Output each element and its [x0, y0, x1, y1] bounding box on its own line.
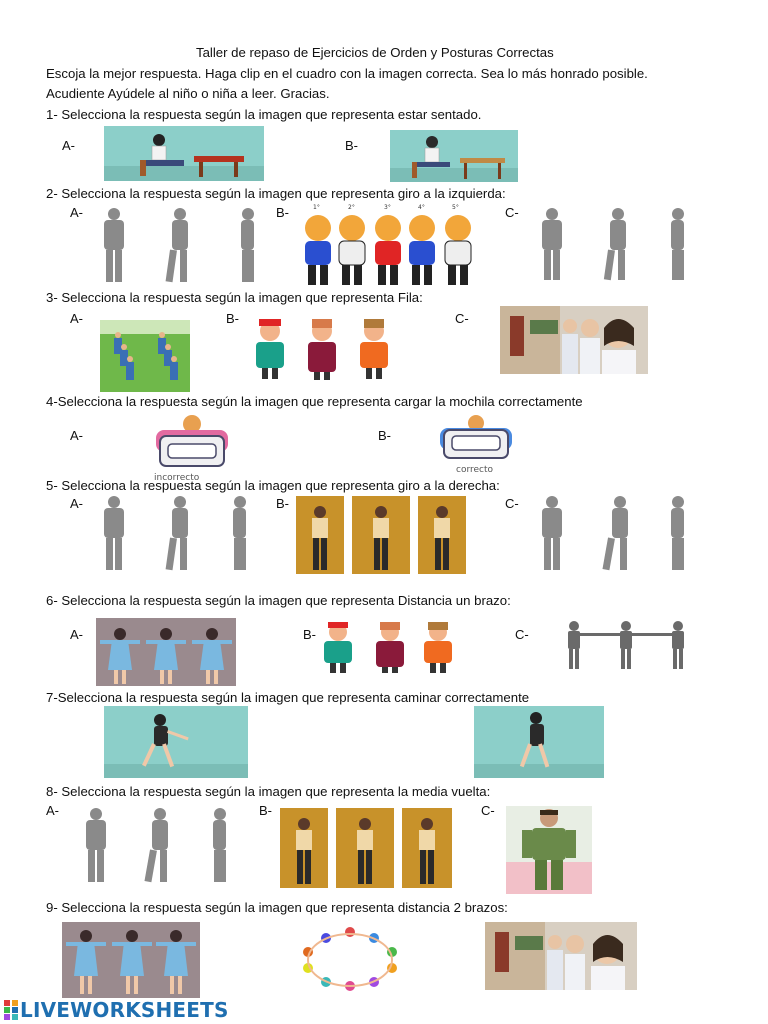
sitting-right-illustration — [390, 136, 518, 182]
q6-option-a-image[interactable] — [96, 618, 236, 686]
q3-option-b-image[interactable] — [246, 315, 396, 381]
q8-option-c-label: C- — [481, 803, 495, 818]
q3-option-b-label: B- — [226, 311, 239, 326]
q1-option-b-image[interactable] — [390, 130, 518, 182]
students-in-row-photo — [500, 306, 636, 374]
order-number-1: 1° — [313, 204, 320, 211]
q5-option-a-label: A- — [70, 496, 83, 511]
q5-option-b-image[interactable] — [296, 496, 466, 574]
question-8: 8- Selecciona la respuesta según la imag… — [46, 784, 491, 799]
question-9: 9- Selecciona la respuesta según la imag… — [46, 900, 508, 915]
students-in-row-photo-2 — [485, 922, 625, 990]
soldier-half-turn-illustration — [86, 808, 226, 883]
q4-option-b-image[interactable]: correcto — [426, 414, 526, 474]
backpack-incorrect-caption: incorrecto — [154, 473, 200, 482]
backpack-correct-caption: correcto — [456, 465, 494, 474]
numbered-children-illustration: 1° 2° 3° 4° 5° — [305, 204, 472, 285]
order-number-3: 3° — [384, 204, 391, 211]
children-in-line-illustration — [100, 320, 190, 380]
q9-option-c-image[interactable] — [485, 922, 637, 990]
q2-option-b-label: B- — [276, 205, 289, 220]
children-circle-illustration — [303, 927, 397, 991]
question-5: 5- Selecciona la respuesta según la imag… — [46, 478, 500, 493]
q5-option-b-label: B- — [276, 496, 289, 511]
q8-option-a-label: A- — [46, 803, 59, 818]
q4-option-a-image[interactable]: incorrecto — [142, 414, 242, 482]
soldier-right-turn-illustration — [104, 496, 246, 571]
soldier-turn-illustration-2 — [542, 496, 684, 571]
q2-option-c-image[interactable] — [528, 204, 700, 286]
q1-option-a-label: A- — [62, 138, 75, 153]
instructions-line-2: Acudiente Ayúdele al niño o niña a leer.… — [46, 86, 330, 101]
q2-option-b-image[interactable]: 1° 2° 3° 4° 5° — [300, 202, 480, 288]
q2-option-c-label: C- — [505, 205, 519, 220]
q5-option-c-image[interactable] — [528, 492, 700, 578]
q8-option-b-image[interactable] — [280, 808, 452, 888]
q6-option-b-label: B- — [303, 627, 316, 642]
q7-option-a-image[interactable] — [104, 706, 248, 778]
q6-option-c-label: C- — [515, 627, 529, 642]
q3-option-a-image[interactable] — [100, 320, 190, 392]
order-number-4: 4° — [418, 204, 425, 211]
q3-option-a-label: A- — [70, 311, 83, 326]
q1-option-b-label: B- — [345, 138, 358, 153]
q7-option-b-image[interactable] — [474, 706, 604, 778]
question-7: 7-Selecciona la respuesta según la image… — [46, 690, 530, 705]
q2-option-a-label: A- — [70, 205, 83, 220]
soldier-uniform-illustration — [506, 809, 592, 894]
soldier-left-turn-illustration — [104, 208, 254, 283]
q9-option-a-image[interactable] — [62, 922, 200, 998]
question-1: 1- Selecciona la respuesta según la imag… — [46, 107, 482, 122]
sitting-wrong-illustration — [104, 134, 264, 181]
q9-option-b-image[interactable] — [288, 922, 412, 994]
q1-option-a-image[interactable] — [104, 126, 264, 181]
three-children-illustration — [256, 319, 388, 380]
q5-option-c-label: C- — [505, 496, 519, 511]
question-6: 6- Selecciona la respuesta según la imag… — [46, 593, 511, 608]
q6-option-b-image[interactable] — [314, 618, 464, 674]
instructions-line-1: Escoja la mejor respuesta. Haga clip en … — [46, 66, 648, 81]
q8-option-c-image[interactable] — [506, 806, 592, 894]
q2-option-a-image[interactable] — [88, 204, 268, 288]
order-number-2: 2° — [348, 204, 355, 211]
page-title: Taller de repaso de Ejercicios de Orden … — [196, 45, 554, 60]
three-children-illustration-2 — [324, 622, 452, 673]
q6-option-c-image[interactable] — [560, 618, 692, 672]
soldiers-arm-distance-illustration — [568, 621, 684, 669]
liveworksheets-logo: LIVEWORKSHEETS — [4, 998, 229, 1022]
boy-half-turn-photos — [280, 808, 452, 888]
q8-option-b-label: B- — [259, 803, 272, 818]
girls-arms-out-illustration — [100, 628, 232, 684]
liveworksheets-logo-icon — [4, 1000, 18, 1020]
question-2: 2- Selecciona la respuesta según la imag… — [46, 186, 506, 201]
liveworksheets-brand-text: LIVEWORKSHEETS — [20, 998, 229, 1022]
girls-two-arms-distance-illustration — [66, 930, 196, 994]
walking-correct-illustration — [474, 712, 604, 778]
q4-option-a-label: A- — [70, 428, 83, 443]
q8-option-a-image[interactable] — [72, 804, 242, 888]
question-3: 3- Selecciona la respuesta según la imag… — [46, 290, 423, 305]
q6-option-a-label: A- — [70, 627, 83, 642]
q3-option-c-image[interactable] — [500, 306, 648, 374]
q5-option-a-image[interactable] — [88, 492, 268, 576]
question-4: 4-Selecciona la respuesta según la image… — [46, 394, 583, 409]
backpack-correct-illustration: correcto — [440, 415, 512, 474]
backpack-incorrect-illustration: incorrecto — [154, 415, 228, 482]
q3-option-c-label: C- — [455, 311, 469, 326]
boy-turning-photos — [296, 496, 466, 574]
walking-incorrect-illustration — [104, 714, 248, 778]
q4-option-b-label: B- — [378, 428, 391, 443]
soldier-turn-illustration — [542, 208, 684, 281]
order-number-5: 5° — [452, 204, 459, 211]
